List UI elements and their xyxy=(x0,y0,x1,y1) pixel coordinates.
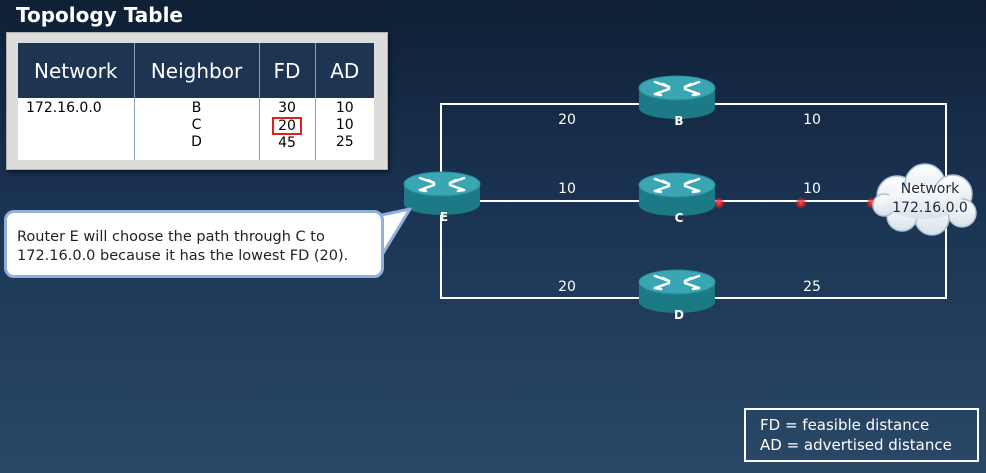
metric-e-c: 10 xyxy=(558,181,576,197)
legend-ad: AD = advertised distance xyxy=(760,436,952,454)
router-c-label: C xyxy=(675,211,684,225)
path-marker xyxy=(713,197,725,209)
neighbor-value: C xyxy=(191,117,202,133)
ad-value: 10 xyxy=(335,100,354,116)
cloud-label: Network xyxy=(901,181,960,197)
router-b-label: B xyxy=(674,114,683,128)
metric-b-network: 10 xyxy=(803,112,821,128)
router-b-icon[interactable]: B xyxy=(637,74,717,128)
ad-cell: 10 10 25 xyxy=(315,98,374,160)
header-network: Network xyxy=(18,43,135,98)
router-d-label: D xyxy=(674,308,684,322)
callout-line: Router E will choose the path through C … xyxy=(17,229,325,245)
fd-cell: 30 20 45 xyxy=(259,98,316,160)
callout-line: 172.16.0.0 because it has the lowest FD … xyxy=(17,248,349,264)
ad-value: 25 xyxy=(335,134,354,150)
ad-value: 10 xyxy=(335,117,354,133)
neighbor-value: B xyxy=(191,100,202,116)
header-ad: AD xyxy=(315,43,374,98)
legend-box: FD = feasible distance AD = advertised d… xyxy=(744,408,979,462)
legend-fd: FD = feasible distance xyxy=(760,416,930,434)
fd-value: 45 xyxy=(278,135,296,151)
table-row: 172.16.0.0 B C D 30 20 45 10 10 25 xyxy=(18,98,374,160)
metric-d-network: 25 xyxy=(803,279,821,295)
neighbor-cell: B C D xyxy=(134,98,260,160)
table-header-row: Network Neighbor FD AD xyxy=(18,43,374,98)
topology-table-panel: Network Neighbor FD AD 172.16.0.0 B C D … xyxy=(6,32,388,170)
header-fd: FD xyxy=(259,43,316,98)
page-title: Topology Table xyxy=(16,3,183,27)
metric-c-network: 10 xyxy=(803,181,821,197)
header-neighbor: Neighbor xyxy=(134,43,260,98)
metric-e-b: 20 xyxy=(558,112,576,128)
fd-value-highlighted: 20 xyxy=(272,117,302,135)
cloud-network-address: 172.16.0.0 xyxy=(892,200,968,216)
router-c-icon[interactable]: C xyxy=(637,171,717,225)
network-cloud-icon: Network 172.16.0.0 xyxy=(872,163,977,236)
network-value: 172.16.0.0 xyxy=(26,100,102,116)
callout-box: Router E will choose the path through C … xyxy=(4,210,384,278)
metric-e-d: 20 xyxy=(558,279,576,295)
topology-table: Network Neighbor FD AD 172.16.0.0 B C D … xyxy=(18,43,374,160)
network-cell: 172.16.0.0 xyxy=(18,98,135,160)
router-e-label: E xyxy=(440,210,448,224)
router-d-icon[interactable]: D xyxy=(637,268,717,322)
path-marker xyxy=(795,197,807,209)
fd-value: 30 xyxy=(278,100,296,116)
router-e-icon[interactable]: E xyxy=(402,170,482,224)
neighbor-value: D xyxy=(191,134,202,150)
